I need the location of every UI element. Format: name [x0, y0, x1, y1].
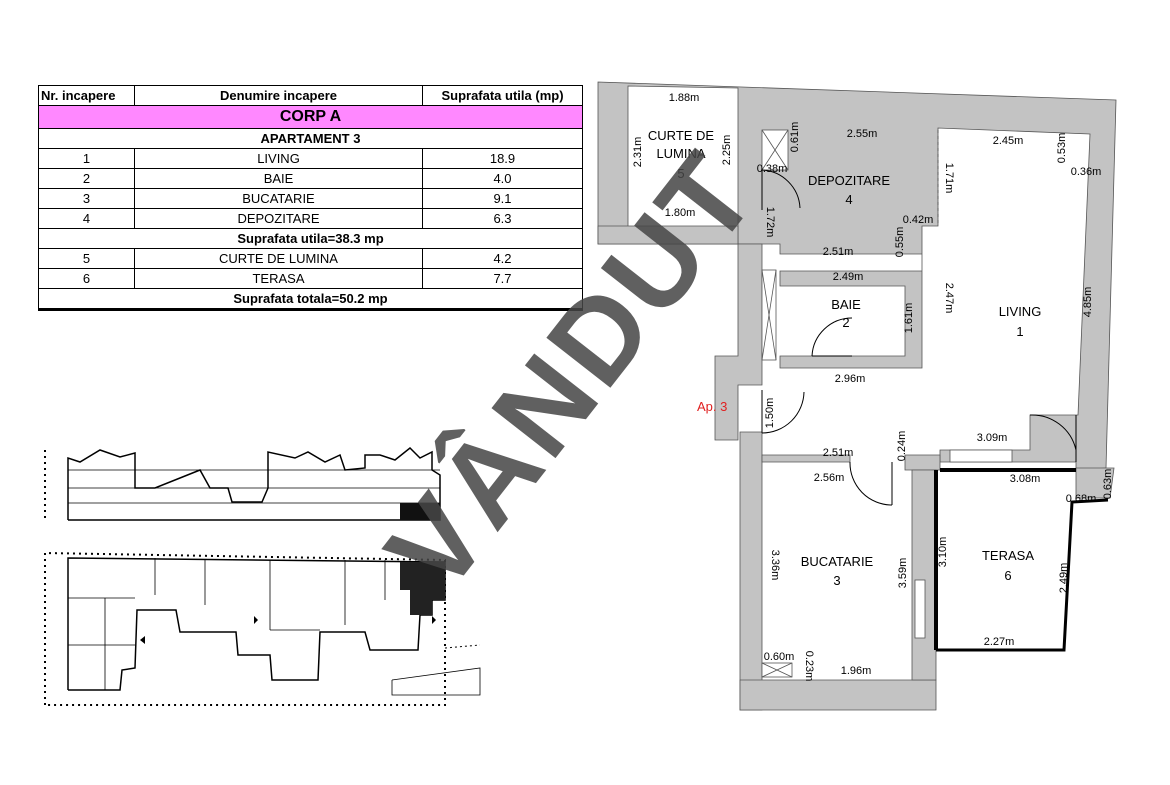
total-text: Suprafata totala=50.2 mp: [38, 288, 583, 311]
room-label-curte-2: LUMINA: [656, 146, 705, 161]
dim-label: 3.36m: [769, 550, 781, 581]
dim-label: 1.96m: [841, 665, 872, 677]
dim-label: 3.09m: [977, 432, 1008, 444]
table-row: 3 BUCATARIE 9.1: [38, 188, 583, 209]
dim-label: 0.23m: [803, 651, 815, 682]
apartment-tag: Ap. 3: [697, 399, 727, 414]
room-number-living: 1: [1016, 324, 1023, 339]
dim-label: 1.50m: [764, 398, 776, 429]
area-table: Nr. incapere Denumire incapere Suprafata…: [38, 85, 583, 311]
dim-label: 2.49m: [1058, 563, 1070, 594]
dim-label: 2.25m: [721, 135, 733, 166]
room-number-bucatarie: 3: [833, 573, 840, 588]
dim-label: 2.49m: [833, 271, 864, 283]
dim-label: 1.71m: [943, 163, 955, 194]
dim-label: 2.96m: [835, 373, 866, 385]
room-name: BUCATARIE: [134, 188, 423, 209]
dimension-labels: 1.88m 2.31m 2.25m 1.80m 0.61m 0.38m 2.55…: [632, 92, 1114, 681]
dim-label: 3.10m: [937, 537, 949, 568]
dim-label: 0.53m: [1056, 133, 1068, 164]
table-row: 4 DEPOZITARE 6.3: [38, 208, 583, 229]
key-plan: [44, 446, 481, 706]
table-row: 5 CURTE DE LUMINA 4.2: [38, 248, 583, 269]
room-labels: CURTE DE LUMINA 5 DEPOZITARE 4 BAIE 2 LI…: [648, 128, 1041, 588]
dim-label: 1.72m: [764, 207, 776, 238]
room-area: 18.9: [422, 148, 583, 169]
dim-label: 1.80m: [665, 207, 696, 219]
doors: [761, 169, 1077, 506]
table-row: 2 BAIE 4.0: [38, 168, 583, 189]
dim-label: 2.45m: [993, 135, 1024, 147]
walls: [597, 81, 1117, 711]
total-row: Suprafata totala=50.2 mp: [38, 288, 583, 311]
dim-label: 1.88m: [669, 92, 700, 104]
dim-label: 2.51m: [823, 246, 854, 258]
key-elevation: [44, 446, 441, 521]
room-number-depozitare: 4: [845, 192, 852, 207]
room-label-baie: BAIE: [831, 297, 861, 312]
dim-label: 0.38m: [757, 163, 788, 175]
dim-label: 0.61m: [789, 122, 801, 153]
dim-label: 4.85m: [1082, 287, 1094, 318]
dim-label: 0.24m: [896, 431, 908, 462]
apartment-row: APARTAMENT 3: [38, 128, 583, 149]
room-label-depozitare: DEPOZITARE: [808, 173, 890, 188]
room-number-baie: 2: [842, 315, 849, 330]
dim-label: 0.55m: [894, 227, 906, 258]
dim-label: 0.36m: [1071, 166, 1102, 178]
dim-label: 2.47m: [943, 283, 955, 314]
dim-label: 0.63m: [1102, 469, 1114, 500]
apartment-title: APARTAMENT 3: [38, 128, 583, 149]
dim-label: 2.55m: [847, 128, 878, 140]
dim-label: 3.08m: [1010, 473, 1041, 485]
room-label-bucatarie: BUCATARIE: [801, 554, 874, 569]
dim-label: 3.59m: [897, 558, 909, 589]
dim-label: 2.51m: [823, 447, 854, 459]
dim-label: 2.27m: [984, 636, 1015, 648]
dim-label: 0.68m: [1066, 493, 1097, 505]
dim-label: 2.31m: [632, 137, 644, 168]
room-label-terasa: TERASA: [982, 548, 1034, 563]
dim-label: 2.56m: [814, 472, 845, 484]
dim-label: 0.60m: [764, 651, 795, 663]
wall-openings: [761, 129, 1109, 678]
room-label-curte: CURTE DE: [648, 128, 715, 143]
key-site-plan: [44, 551, 481, 706]
room-label-living: LIVING: [999, 304, 1042, 319]
room-number-terasa: 6: [1004, 568, 1011, 583]
dim-label: 0.42m: [903, 214, 934, 226]
dim-label: 1.61m: [903, 303, 915, 334]
room-number-curte: 5: [677, 166, 684, 181]
room-name: DEPOZITARE: [134, 208, 423, 229]
